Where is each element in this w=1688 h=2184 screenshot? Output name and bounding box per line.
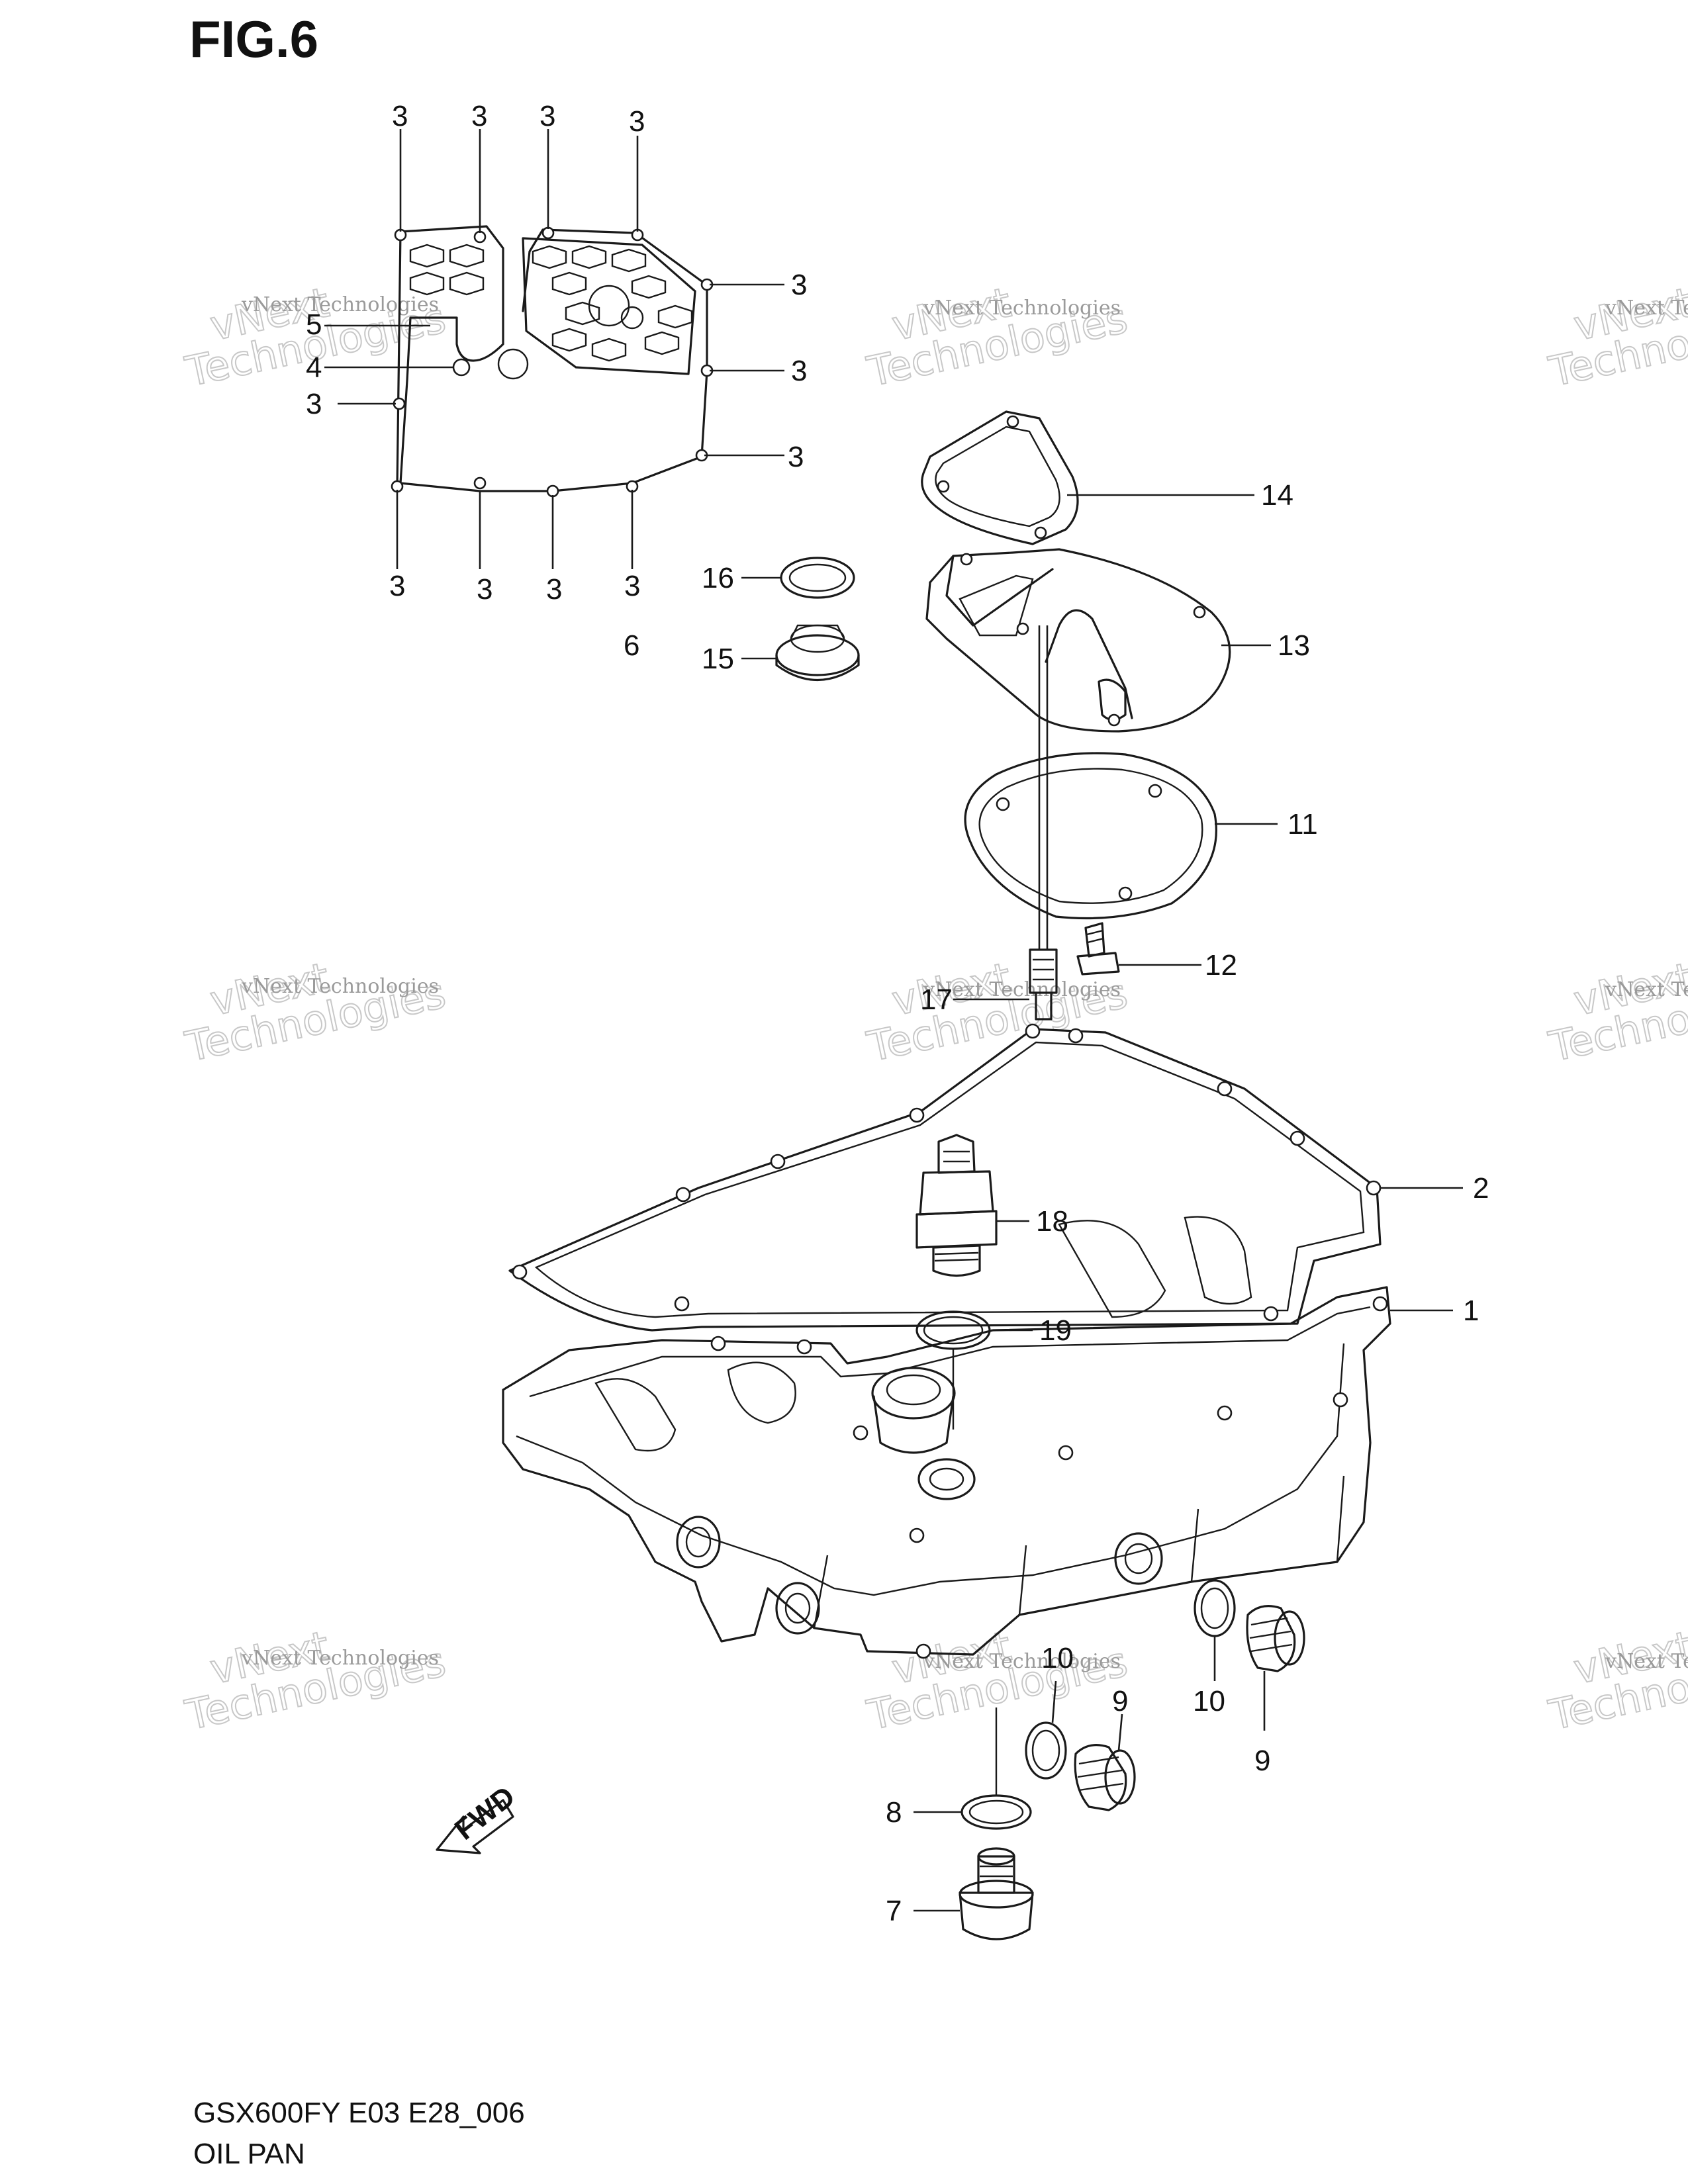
callout-1: 1 bbox=[1463, 1295, 1479, 1327]
plug-9-right bbox=[1246, 1605, 1305, 1731]
bolt-17 bbox=[953, 625, 1058, 1021]
watermark-text: vNext Technologies bbox=[241, 293, 439, 316]
callout-3: 3 bbox=[471, 100, 487, 132]
callout-10: 10 bbox=[1193, 1685, 1225, 1717]
callout-10: 10 bbox=[1041, 1642, 1074, 1674]
callout-3: 3 bbox=[306, 388, 322, 420]
oil-pan-1 bbox=[502, 1216, 1453, 1659]
leaders-item-3 bbox=[324, 129, 784, 569]
callout-3: 3 bbox=[392, 100, 408, 132]
section-name: OIL PAN bbox=[193, 2138, 305, 2170]
plug-9-left bbox=[1074, 1713, 1136, 1811]
drain-plug-7 bbox=[914, 1847, 1034, 1940]
callout-labels: 3 3 3 3 3 3 3 3 3 3 3 3 6 4 5 16 15 14 1… bbox=[306, 100, 1489, 1927]
callout-6: 6 bbox=[624, 629, 639, 662]
bolt-12 bbox=[1076, 922, 1201, 976]
callout-3: 3 bbox=[477, 573, 492, 606]
callout-3: 3 bbox=[624, 570, 640, 602]
grommet-15 bbox=[741, 624, 860, 682]
gasket-10-left bbox=[1025, 1680, 1067, 1780]
callout-13: 13 bbox=[1278, 629, 1310, 662]
oil-strainer-13 bbox=[925, 548, 1271, 733]
o-ring-16 bbox=[741, 557, 855, 599]
callout-9: 9 bbox=[1254, 1745, 1270, 1777]
callout-17: 17 bbox=[920, 983, 953, 1016]
callout-14: 14 bbox=[1261, 479, 1293, 512]
callout-11: 11 bbox=[1288, 808, 1318, 841]
model-code: GSX600FY E03 E28_006 bbox=[193, 2097, 525, 2129]
callout-19: 19 bbox=[1039, 1314, 1072, 1347]
callout-3: 3 bbox=[546, 573, 562, 606]
callout-12: 12 bbox=[1205, 949, 1237, 981]
callout-3: 3 bbox=[788, 441, 804, 473]
oil-pan-gasket-2 bbox=[508, 1023, 1463, 1332]
callout-8: 8 bbox=[886, 1796, 902, 1829]
watermark-text: vNext Technologies bbox=[1605, 1650, 1688, 1673]
gasket-10-right bbox=[1194, 1579, 1236, 1681]
watermark-text: vNext Technologies bbox=[1605, 978, 1688, 1001]
callout-9: 9 bbox=[1112, 1685, 1128, 1717]
gasket-11 bbox=[964, 752, 1278, 920]
watermark-text: vNext Technologies bbox=[923, 978, 1121, 1001]
o-ring-19 bbox=[915, 1310, 1033, 1430]
callout-18: 18 bbox=[1036, 1205, 1068, 1238]
figure-title: FIG.6 bbox=[189, 10, 319, 68]
callout-7: 7 bbox=[886, 1895, 902, 1927]
watermark-text: vNext Technologies bbox=[241, 975, 439, 998]
watermark-text: vNext Technologies bbox=[1605, 296, 1688, 320]
callout-15: 15 bbox=[702, 643, 734, 675]
watermark-text: vNext Technologies bbox=[923, 296, 1121, 320]
fwd-label: FWD bbox=[449, 1780, 521, 1846]
oil-pressure-switch-18 bbox=[915, 1134, 1029, 1277]
callout-3: 3 bbox=[791, 269, 807, 301]
callout-3: 3 bbox=[539, 100, 555, 132]
watermark-text: vNext Technologies bbox=[241, 1647, 439, 1670]
fwd-direction-arrow: FWD bbox=[436, 1780, 521, 1854]
callout-3: 3 bbox=[629, 105, 645, 138]
gasket-14 bbox=[921, 410, 1254, 545]
callout-2: 2 bbox=[1473, 1172, 1489, 1205]
strainer-baffle-plate bbox=[391, 225, 714, 498]
gasket-8 bbox=[914, 1707, 1032, 1830]
callout-5: 5 bbox=[306, 308, 322, 341]
callout-4: 4 bbox=[306, 351, 322, 384]
callout-3: 3 bbox=[791, 355, 807, 387]
callout-3: 3 bbox=[389, 570, 405, 602]
callout-16: 16 bbox=[702, 562, 734, 594]
